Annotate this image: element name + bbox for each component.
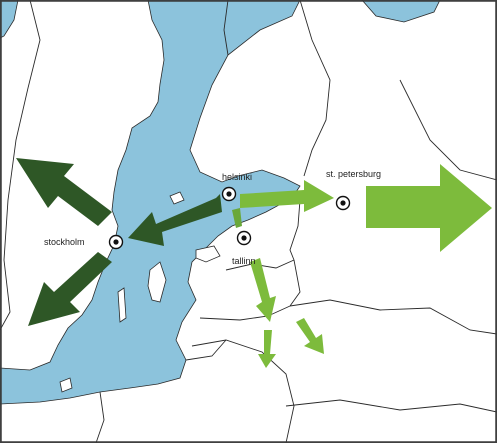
border-lithuania-belarus bbox=[289, 299, 497, 335]
flow-arrow-south-branch-down bbox=[258, 330, 276, 368]
border-latvia-russia bbox=[289, 259, 301, 307]
flow-arrow-stockholm-to-northwest bbox=[16, 158, 112, 226]
border-latvia-lithuania bbox=[199, 305, 291, 321]
flow-arrow-helsinki-to-st-petersburg bbox=[240, 180, 334, 212]
baltic-sea bbox=[0, 0, 301, 405]
flow-arrow-stockholm-to-southwest bbox=[28, 252, 112, 326]
flow-arrow-st-petersburg-to-east bbox=[366, 164, 492, 252]
flow-arrow-helsinki-down-to-tallinn bbox=[232, 208, 242, 228]
sea-patch-north bbox=[361, 0, 441, 23]
border-estonia-russia bbox=[289, 199, 301, 261]
city-tallinn[interactable]: tallinn bbox=[232, 230, 256, 267]
border-finland-russia bbox=[299, 0, 331, 177]
city-label-stockholm: stockholm bbox=[44, 237, 85, 247]
city-marker-dot bbox=[241, 235, 247, 241]
sea-patch-northwest bbox=[0, 0, 19, 39]
city-marker-dot bbox=[226, 191, 232, 197]
city-marker-dot bbox=[340, 200, 346, 206]
city-st-petersburg[interactable]: st. petersburg bbox=[326, 169, 381, 211]
island-aland bbox=[169, 191, 185, 205]
island-bornholm bbox=[59, 377, 73, 393]
border-lithuania-kaliningrad bbox=[185, 339, 227, 361]
flow-arrow-tallinn-to-south bbox=[250, 258, 276, 322]
border-belarus-south bbox=[191, 339, 295, 443]
city-label-st-petersburg: st. petersburg bbox=[326, 169, 381, 179]
city-label-helsinki: helsinki bbox=[222, 172, 252, 182]
border-ukraine bbox=[285, 399, 497, 413]
city-label-tallinn: tallinn bbox=[232, 256, 256, 266]
light-flow-arrows bbox=[232, 164, 492, 368]
border-sweden-norway bbox=[0, 0, 41, 331]
island-saaremaa bbox=[195, 245, 221, 263]
island-oland bbox=[117, 287, 127, 323]
island-gotland bbox=[147, 261, 167, 303]
dark-flow-arrows bbox=[16, 158, 222, 326]
city-marker-dot bbox=[113, 239, 119, 245]
city-stockholm[interactable]: stockholm bbox=[44, 234, 124, 250]
border-poland-germany bbox=[95, 391, 105, 443]
flow-arrow-helsinki-to-stockholm bbox=[128, 194, 222, 246]
flow-arrow-south-branch-southeast bbox=[296, 318, 324, 354]
border-finland-sweden-north bbox=[223, 0, 229, 56]
border-estonia-latvia bbox=[225, 259, 295, 271]
city-helsinki[interactable]: helsinki bbox=[221, 172, 252, 202]
border-russia-east bbox=[399, 79, 497, 181]
